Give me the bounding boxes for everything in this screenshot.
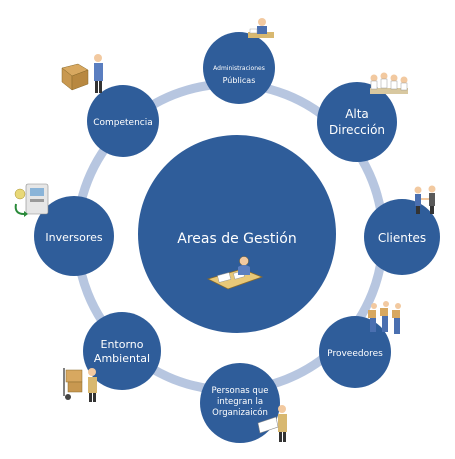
node-proveedores: Proveedores	[319, 301, 401, 388]
node-label-line-1: Personas que	[212, 386, 269, 396]
node-label-line-2: Dirección	[329, 123, 385, 137]
person-at-desk-icon	[248, 18, 274, 38]
node-label-line-1: Alta	[345, 107, 369, 121]
node-clientes: Clientes	[364, 185, 440, 275]
person-with-box-icon	[61, 54, 103, 93]
node-competencia: Competencia	[61, 54, 159, 157]
node-label-line-1: Inversores	[45, 231, 103, 244]
node-circle	[319, 316, 391, 388]
atm-money-exchange-icon	[14, 183, 49, 217]
center-circle	[138, 135, 336, 333]
node-circle	[87, 85, 159, 157]
board-meeting-icon	[370, 72, 408, 94]
node-label-line-1: Proveedores	[327, 349, 383, 359]
node-entorno-ambiental: Entorno Ambiental	[63, 312, 161, 402]
person-reading-document-icon	[257, 405, 287, 442]
delivery-people-with-boxes-icon	[368, 301, 401, 334]
node-administraciones-publicas: Administraciones Públicas	[203, 18, 275, 104]
node-alta-direccion: Alta Dirección	[317, 72, 408, 162]
center-node: Areas de Gestión	[138, 135, 336, 333]
node-personas: Personas que integran la Organizaicón	[200, 363, 287, 443]
node-label-line-2: Ambiental	[94, 352, 150, 365]
worker-with-hand-truck-icon	[63, 368, 97, 402]
node-circle	[34, 196, 114, 276]
node-label-line-1: Competencia	[93, 118, 153, 128]
node-label-line-1: Clientes	[378, 231, 426, 245]
node-label-line-2: integran la	[217, 397, 263, 407]
node-inversores: Inversores	[14, 183, 114, 276]
node-circle	[364, 199, 440, 275]
person-at-desk-with-documents-icon	[206, 256, 264, 290]
node-circle	[83, 312, 161, 390]
center-label: Areas de Gestión	[177, 231, 297, 247]
node-circle	[317, 82, 397, 162]
node-label-line-2: Públicas	[223, 76, 256, 85]
two-people-handshake-icon	[414, 185, 436, 214]
node-label-line-1: Administraciones	[213, 65, 265, 72]
node-label-line-3: Organizaicón	[212, 407, 268, 418]
node-circle	[203, 32, 275, 104]
node-label-line-1: Entorno	[101, 338, 144, 351]
